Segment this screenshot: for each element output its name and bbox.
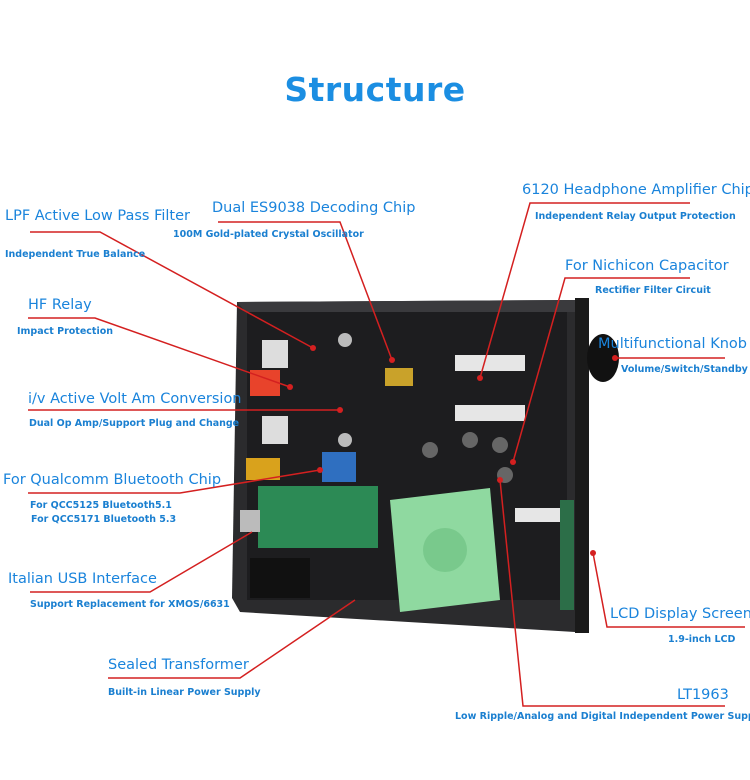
callout-lt1963-label: LT1963 [677, 687, 729, 703]
callout-hf-relay-label: HF Relay [28, 297, 92, 313]
callout-es9038-sub: 100M Gold-plated Crystal Oscillator [173, 229, 364, 240]
dot [287, 384, 293, 390]
dot [497, 477, 503, 483]
ribbon-cable-1 [455, 355, 525, 371]
callout-knob-label: Multifunctional Knob [598, 336, 747, 352]
xlr-connector [262, 340, 288, 368]
dot [337, 407, 343, 413]
dot [612, 355, 618, 361]
callout-6120-sub: Independent Relay Output Protection [535, 211, 736, 222]
chassis-top-edge [237, 300, 575, 312]
transformer-center [423, 528, 467, 572]
callout-transformer-sub: Built-in Linear Power Supply [108, 687, 261, 698]
usb-port [240, 510, 260, 532]
capacitor [422, 442, 438, 458]
leader-lt1963 [499, 479, 725, 707]
callout-lpf-sub: Independent True Balance [5, 249, 146, 260]
dot [310, 345, 316, 351]
leader-hf-relay [28, 317, 291, 388]
bluetooth-module [322, 452, 356, 482]
ribbon-cable-3 [515, 508, 565, 522]
callout-lt1963-sub: Low Ripple/Analog and Digital Independen… [455, 711, 750, 722]
callout-iv-label: i/v Active Volt Am Conversion [28, 391, 242, 407]
leader-lpf [30, 231, 314, 349]
page-title: Structure [284, 70, 466, 109]
callout-lcd-sub: 1.9-inch LCD [668, 634, 736, 645]
leader-6120 [479, 202, 690, 379]
front-panel [575, 298, 589, 633]
lcd-screen [560, 500, 574, 610]
callout-bluetooth-sub-1: For QCC5125 Bluetooth5.1 [30, 500, 172, 511]
leader-lines [28, 202, 745, 707]
callout-lcd-label: LCD Display Screen [610, 606, 750, 622]
capacitor [338, 333, 352, 347]
callout-bluetooth-sub-2: For QCC5171 Bluetooth 5.3 [31, 514, 177, 525]
callout-es9038-label: Dual ES9038 Decoding Chip [212, 200, 416, 216]
leader-es9038 [218, 221, 393, 361]
callout-iv-sub: Dual Op Amp/Support Plug and Change [29, 418, 240, 429]
capacitor [492, 437, 508, 453]
callout-usb-label: Italian USB Interface [8, 571, 157, 587]
dot [477, 375, 483, 381]
dot [389, 357, 395, 363]
knob [587, 334, 619, 382]
power-inlet [250, 558, 310, 598]
callout-nichicon-label: For Nichicon Capacitor [565, 258, 729, 274]
dot [590, 550, 596, 556]
leader-nichicon [512, 277, 690, 463]
callout-bluetooth-label: For Qualcomm Bluetooth Chip [3, 472, 222, 488]
leader-dots [287, 345, 618, 556]
callout-6120-label: 6120 Headphone Amplifier Chip [522, 182, 750, 198]
callout-hf-relay-sub: Impact Protection [17, 326, 114, 337]
crystal-oscillator [385, 368, 413, 386]
dot [317, 467, 323, 473]
ribbon-cable-2 [455, 405, 525, 421]
callout-lpf-label: LPF Active Low Pass Filter [5, 208, 191, 224]
callout-usb-sub: Support Replacement for XMOS/6631 [30, 599, 230, 610]
capacitor [462, 432, 478, 448]
leader-transformer [108, 599, 356, 679]
callout-knob-sub: Volume/Switch/Standby [621, 364, 748, 375]
dot [510, 459, 516, 465]
callout-nichicon-sub: Rectifier Filter Circuit [595, 285, 711, 296]
rca-gold [246, 458, 280, 480]
usb-board [258, 486, 378, 548]
capacitor [338, 433, 352, 447]
leader-usb [30, 531, 253, 593]
xlr-connector-2 [262, 416, 288, 444]
callout-transformer-label: Sealed Transformer [108, 657, 249, 673]
leader-bluetooth [28, 469, 321, 494]
leader-lcd [592, 552, 745, 628]
